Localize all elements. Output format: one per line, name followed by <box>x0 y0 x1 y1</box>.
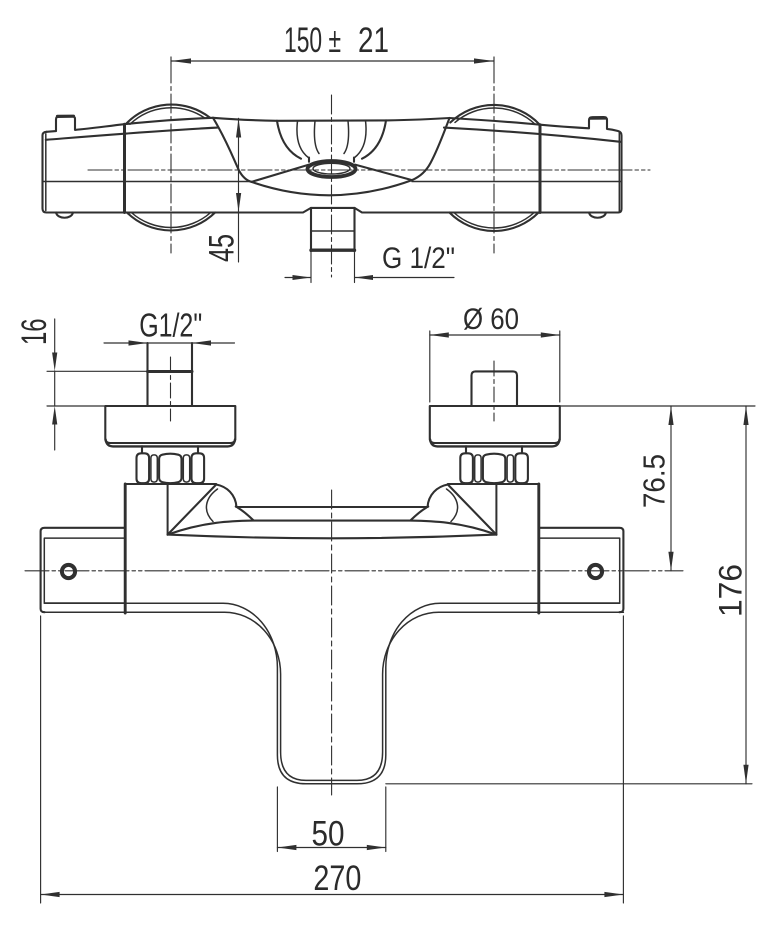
svg-text:Ø 60: Ø 60 <box>463 303 519 336</box>
svg-text:50: 50 <box>312 815 345 854</box>
svg-text:76.5: 76.5 <box>637 454 672 508</box>
svg-text:150 ±: 150 ± <box>284 21 341 60</box>
svg-text:270: 270 <box>313 859 361 898</box>
svg-text:G1/2": G1/2" <box>139 307 202 344</box>
svg-text:G 1/2": G 1/2" <box>382 242 455 275</box>
svg-text:45: 45 <box>203 234 242 262</box>
svg-text:176: 176 <box>713 564 749 617</box>
svg-text:16: 16 <box>15 319 54 346</box>
svg-text:21: 21 <box>358 21 389 60</box>
